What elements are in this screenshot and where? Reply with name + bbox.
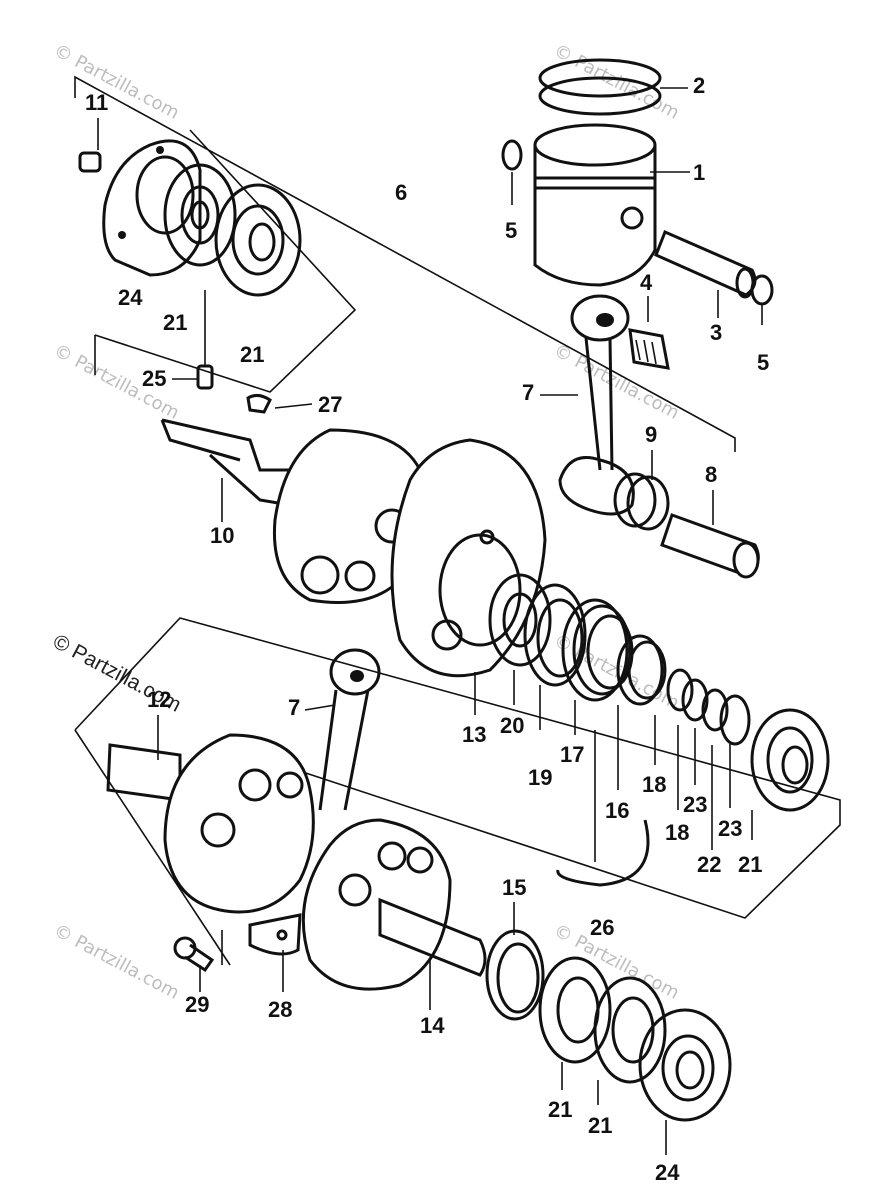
label-23b: 23 bbox=[718, 816, 742, 841]
label-14: 14 bbox=[420, 1013, 445, 1038]
label-21e: 21 bbox=[588, 1113, 612, 1138]
ring-23 bbox=[694, 688, 751, 850]
label-10: 10 bbox=[210, 523, 234, 548]
label-21b: 21 bbox=[240, 342, 264, 367]
label-17: 17 bbox=[560, 742, 584, 767]
bracket bbox=[248, 913, 302, 992]
label-15: 15 bbox=[502, 875, 526, 900]
assembly-frame-lines bbox=[74, 75, 841, 966]
screw bbox=[78, 118, 102, 173]
label-3: 3 bbox=[710, 320, 722, 345]
bolt bbox=[173, 936, 215, 992]
label-18a: 18 bbox=[642, 772, 666, 797]
washer bbox=[485, 902, 545, 1021]
key bbox=[246, 393, 313, 414]
label-9: 9 bbox=[645, 422, 657, 447]
needle-bearing-small-end bbox=[628, 296, 670, 370]
label-22: 22 bbox=[697, 852, 721, 877]
piston-ring bbox=[538, 58, 688, 116]
label-7b: 7 bbox=[288, 695, 300, 720]
shim-18 bbox=[654, 668, 709, 810]
label-4: 4 bbox=[640, 270, 653, 295]
label-21a: 21 bbox=[163, 310, 187, 335]
ball-bearing-21-right bbox=[750, 708, 830, 840]
label-12: 12 bbox=[147, 687, 171, 712]
needle-bearing-big-end bbox=[613, 450, 670, 531]
label-11: 11 bbox=[85, 90, 108, 115]
label-24a: 24 bbox=[118, 285, 143, 310]
label-5b: 5 bbox=[757, 350, 769, 375]
connecting-rod-upper bbox=[540, 294, 635, 516]
ball-bearing-upper-1 bbox=[163, 163, 237, 267]
label-5a: 5 bbox=[505, 218, 517, 243]
label-8: 8 bbox=[705, 462, 717, 487]
piston bbox=[533, 123, 690, 287]
label-19: 19 bbox=[528, 765, 552, 790]
crank-half-lower-left bbox=[106, 715, 315, 914]
piston-group bbox=[501, 58, 774, 370]
connecting-rod-lower bbox=[304, 648, 381, 811]
label-25: 25 bbox=[142, 366, 166, 391]
dowel-pin bbox=[172, 290, 214, 390]
label-21d: 21 bbox=[548, 1097, 572, 1122]
ball-bearing-21-lower-1 bbox=[538, 956, 612, 1090]
label-20: 20 bbox=[500, 713, 524, 738]
label-13: 13 bbox=[462, 722, 486, 747]
crank-wheel bbox=[390, 438, 547, 715]
label-16: 16 bbox=[605, 798, 629, 823]
label-18b: 18 bbox=[665, 820, 689, 845]
label-23a: 23 bbox=[683, 792, 707, 817]
circlip-26 bbox=[556, 730, 650, 887]
label-6: 6 bbox=[395, 180, 407, 205]
crank-pin bbox=[660, 490, 760, 579]
label-24b: 24 bbox=[655, 1160, 680, 1185]
ball-bearing-upper-2 bbox=[214, 183, 302, 297]
ball-bearing-21-lower-2 bbox=[593, 976, 667, 1105]
seal-ring bbox=[616, 634, 667, 790]
label-21c: 21 bbox=[738, 852, 762, 877]
bearing-housing-lower bbox=[638, 1008, 732, 1155]
label-26: 26 bbox=[590, 915, 614, 940]
crank-half-left bbox=[160, 418, 426, 604]
seal-plate bbox=[523, 583, 587, 730]
crank-half-right bbox=[301, 818, 487, 1010]
label-7a: 7 bbox=[522, 380, 534, 405]
bearing-housing-upper bbox=[102, 139, 202, 277]
piston-pin bbox=[654, 230, 757, 318]
label-28: 28 bbox=[268, 997, 292, 1022]
circlip bbox=[501, 139, 523, 171]
label-1: 1 bbox=[693, 160, 705, 185]
ball-bearing-20 bbox=[488, 573, 552, 705]
label-27: 27 bbox=[318, 392, 342, 417]
label-29: 29 bbox=[185, 992, 209, 1017]
label-2: 2 bbox=[693, 73, 705, 98]
